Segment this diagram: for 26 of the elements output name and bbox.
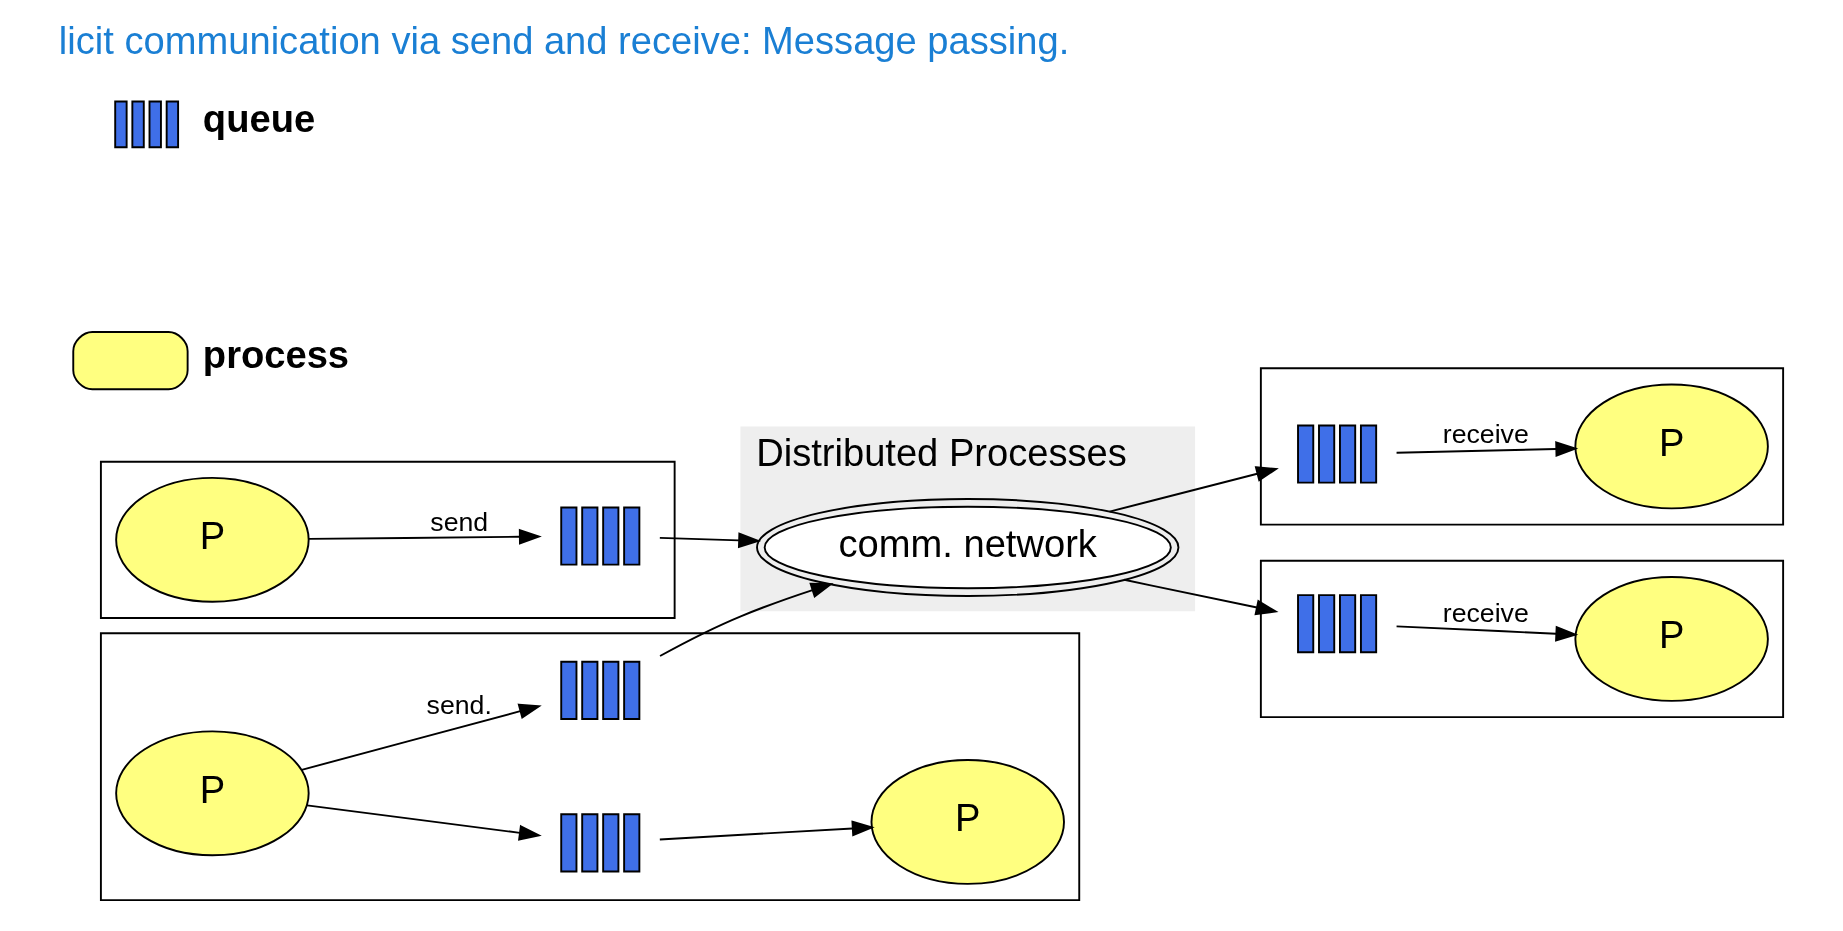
- node-ellipse: P: [114, 730, 310, 857]
- arrow: [1122, 578, 1278, 616]
- legend-label: queue: [202, 96, 315, 140]
- diagram-title: licit communication via send and receive: Message passing.: [58, 18, 1069, 62]
- arrow: [658, 820, 875, 841]
- cluster: [1259, 367, 1784, 526]
- cluster: [99, 460, 676, 619]
- edge-label: receive: [1442, 598, 1529, 629]
- arrow: [307, 528, 542, 545]
- node-ellipse: P: [1573, 383, 1769, 510]
- arrow: [305, 804, 542, 841]
- node-ellipse: P: [870, 759, 1065, 885]
- cluster: [1259, 559, 1784, 719]
- cluster: [99, 632, 1080, 902]
- edge-label: send.: [426, 689, 492, 720]
- arrow: [1395, 441, 1578, 458]
- edge-label: receive: [1442, 419, 1529, 450]
- edge-label: send: [429, 506, 488, 537]
- node-ellipse: P: [1573, 576, 1769, 702]
- arrow: [658, 532, 761, 549]
- arrow: [300, 703, 542, 771]
- legend-label: process: [202, 333, 349, 377]
- arrow: [1108, 466, 1279, 513]
- node-ellipse: P: [114, 476, 310, 603]
- arrow: [658, 582, 834, 657]
- arrow: [1395, 625, 1578, 642]
